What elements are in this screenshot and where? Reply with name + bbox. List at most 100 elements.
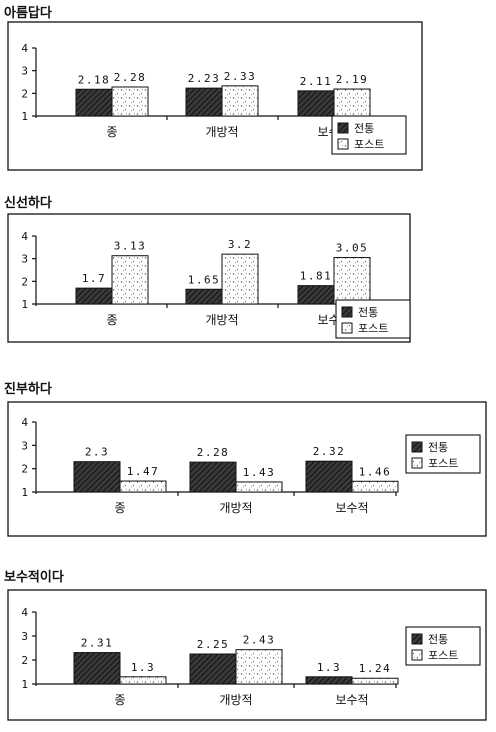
- data-label: 2.19: [336, 73, 369, 86]
- data-label: 1.43: [243, 466, 276, 479]
- legend-item-traditional-swatch: [411, 441, 423, 453]
- data-label: 2.28: [197, 446, 230, 459]
- legend-item-post-label: 포스트: [428, 649, 458, 662]
- y-tick-label: 2: [21, 654, 28, 667]
- y-tick-label: 3: [21, 439, 28, 452]
- bar-post: [111, 86, 149, 117]
- bar-post: [221, 253, 259, 305]
- legend-item-traditional-label: 전통: [358, 306, 378, 319]
- legend-item-traditional-label: 전통: [428, 633, 448, 646]
- y-tick-label: 2: [21, 87, 28, 100]
- bar-traditional: [185, 87, 223, 117]
- category-label: 종: [106, 125, 117, 139]
- bar-traditional: [189, 461, 237, 493]
- chart-frame: [7, 401, 487, 537]
- bar-post: [351, 677, 399, 685]
- data-label: 2.43: [243, 634, 276, 647]
- y-tick-label: 1: [21, 486, 28, 499]
- chart-frame: [7, 589, 487, 721]
- y-tick-label: 2: [21, 275, 28, 288]
- bar-traditional: [73, 461, 121, 493]
- category-label: 종: [114, 693, 125, 707]
- data-label: 1.24: [359, 662, 392, 675]
- y-tick-label: 2: [21, 463, 28, 476]
- chart-title: 보수적이다: [4, 570, 64, 585]
- data-label: 1.65: [188, 273, 221, 286]
- chart-title: 신선하다: [4, 196, 52, 211]
- y-tick-label: 4: [21, 230, 28, 243]
- data-label: 2.33: [224, 70, 257, 83]
- data-label: 3.05: [336, 242, 369, 255]
- legend-item-post-label: 포스트: [428, 457, 458, 470]
- legend-item-traditional-swatch: [341, 306, 353, 318]
- data-label: 2.31: [81, 637, 114, 650]
- category-label: 개방적: [205, 125, 238, 139]
- data-label: 2.28: [114, 71, 147, 84]
- data-label: 1.46: [359, 465, 392, 478]
- legend-item-post-swatch: [341, 322, 353, 334]
- legend-item-post-label: 포스트: [354, 138, 384, 151]
- chart-title: 진부하다: [4, 382, 52, 397]
- legend-item-traditional-label: 전통: [428, 441, 448, 454]
- data-label: 1.47: [127, 465, 160, 478]
- category-label: 개방적: [219, 501, 252, 515]
- data-label: 3.13: [114, 240, 147, 253]
- bar-traditional: [73, 652, 121, 685]
- data-label: 1.3: [131, 661, 155, 674]
- bar-post: [111, 255, 149, 305]
- data-label: 2.32: [313, 445, 346, 458]
- bar-traditional: [305, 460, 353, 493]
- data-label: 1.7: [82, 272, 106, 285]
- bar-post: [119, 480, 167, 493]
- legend-item-post-swatch: [411, 457, 423, 469]
- data-label: 2.18: [78, 73, 111, 86]
- legend-item-post-swatch: [411, 649, 423, 661]
- category-label: 종: [114, 501, 125, 515]
- chart-title: 아름답다: [4, 6, 52, 21]
- bar-post: [221, 85, 259, 117]
- y-tick-label: 4: [21, 416, 28, 429]
- y-tick-label: 3: [21, 630, 28, 643]
- category-label: 보수적: [335, 501, 368, 515]
- legend-item-traditional-label: 전통: [354, 122, 374, 135]
- y-tick-label: 4: [21, 42, 28, 55]
- category-label: 개방적: [205, 313, 238, 327]
- data-label: 2.25: [197, 638, 230, 651]
- bar-post: [235, 649, 283, 685]
- y-tick-label: 1: [21, 678, 28, 691]
- category-label: 보수적: [335, 693, 368, 707]
- data-label: 1.81: [300, 270, 333, 283]
- bar-traditional: [189, 653, 237, 685]
- data-label: 3.2: [228, 238, 252, 251]
- y-tick-label: 1: [21, 298, 28, 311]
- legend-item-traditional-swatch: [337, 122, 349, 134]
- bar-post: [119, 676, 167, 685]
- data-label: 2.11: [300, 75, 333, 88]
- y-tick-label: 1: [21, 110, 28, 123]
- bar-post: [235, 481, 283, 493]
- chart-frame: [7, 213, 411, 343]
- data-label: 2.23: [188, 72, 221, 85]
- bar-traditional: [75, 88, 113, 117]
- data-label: 1.3: [317, 661, 341, 674]
- category-label: 개방적: [219, 693, 252, 707]
- bar-traditional: [305, 676, 353, 685]
- data-label: 2.3: [85, 446, 109, 459]
- y-tick-label: 3: [21, 253, 28, 266]
- legend-item-post-label: 포스트: [358, 322, 388, 335]
- y-tick-label: 3: [21, 65, 28, 78]
- legend-item-post-swatch: [337, 138, 349, 150]
- bar-post: [351, 480, 399, 493]
- legend-item-traditional-swatch: [411, 633, 423, 645]
- y-tick-label: 4: [21, 606, 28, 619]
- category-label: 종: [106, 313, 117, 327]
- chart-frame: [7, 21, 423, 171]
